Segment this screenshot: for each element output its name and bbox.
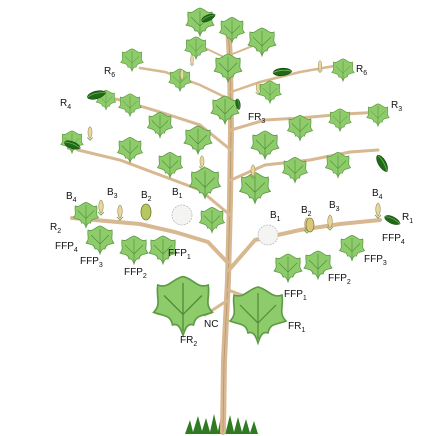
label-ffp1-right: FFP1 bbox=[284, 289, 307, 302]
label-ffp2-right: FFP2 bbox=[328, 273, 351, 286]
boll-b2-left bbox=[141, 204, 151, 220]
label-ffp3-right: FFP3 bbox=[364, 254, 387, 267]
label-fr2: FR2 bbox=[180, 335, 197, 348]
label-r6-right: R6 bbox=[356, 64, 367, 77]
label-b1-right: B1 bbox=[270, 210, 281, 223]
label-ffp2-left: FFP2 bbox=[124, 267, 147, 280]
label-r2: R2 bbox=[50, 222, 61, 235]
label-r3: R3 bbox=[391, 100, 402, 113]
label-r6-left: R6 bbox=[104, 66, 115, 79]
label-ffp4-left: FFP4 bbox=[55, 241, 78, 254]
label-b4-left: B4 bbox=[66, 191, 77, 204]
label-b3-right: B3 bbox=[329, 200, 340, 213]
label-b1-left: B1 bbox=[172, 187, 183, 200]
stems bbox=[72, 25, 382, 432]
label-ffp4-right: FFP4 bbox=[382, 233, 405, 246]
label-b4-right: B4 bbox=[372, 188, 383, 201]
label-b2-left: B2 bbox=[141, 190, 152, 203]
label-b2-right: B2 bbox=[301, 205, 312, 218]
label-r4: R4 bbox=[60, 98, 71, 111]
boll-b2-right bbox=[306, 218, 314, 232]
label-ffp1-left: FFP1 bbox=[168, 248, 191, 261]
label-b3-left: B3 bbox=[107, 187, 118, 200]
label-r1: R1 bbox=[402, 212, 413, 225]
label-fr1: FR1 bbox=[288, 321, 305, 334]
label-nc: NC bbox=[204, 319, 218, 330]
label-ffp3-left: FFP3 bbox=[80, 256, 103, 269]
